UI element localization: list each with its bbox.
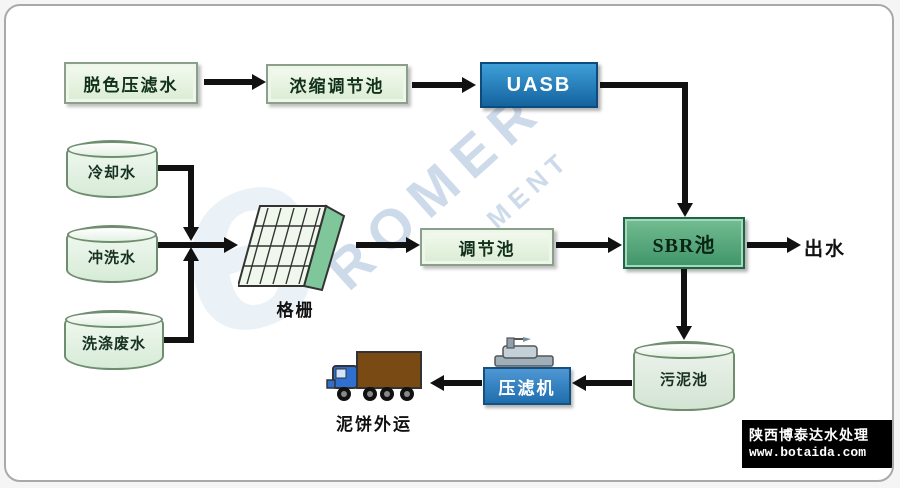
arrow-to-screen <box>158 242 224 248</box>
node-filter-press: 压滤机 <box>483 367 571 405</box>
press-machine-graphic <box>489 336 561 368</box>
filter-press-icon <box>494 337 554 367</box>
tank-rinse-water: 冲洗水 <box>66 225 158 283</box>
watermark-subtext: MENT <box>480 143 577 235</box>
arrow-adjust-to-sbr <box>556 242 608 248</box>
arrowhead-right-icon <box>462 77 476 93</box>
tank-washing-wastewater-label: 洗涤废水 <box>81 336 146 353</box>
arrowhead-left-icon <box>430 375 444 391</box>
arrow-concentrate-to-uasb <box>412 82 462 88</box>
tank-rinse-water-label: 冲洗水 <box>87 250 136 267</box>
screen-label: 格栅 <box>276 301 315 320</box>
diagram-panel: e ROMER MENT 脱色压滤水 浓缩调节池 UASB 冷却水 冲洗水 洗涤… <box>4 4 894 482</box>
screen-graphic <box>238 202 353 294</box>
arrow-press-to-truck <box>444 380 482 386</box>
arrowhead-right-icon <box>787 237 801 253</box>
arrow-washing-stub <box>164 337 194 343</box>
footer-website: www.botaida.com <box>749 445 867 460</box>
effluent-label: 出水 <box>804 239 847 260</box>
arrowhead-right-icon <box>252 74 266 90</box>
arrowhead-right-icon <box>608 237 622 253</box>
node-sbr-tank: SBR池 <box>623 217 745 269</box>
arrow-cooling-vertical <box>188 165 194 227</box>
arrow-sbr-to-effluent <box>747 242 787 248</box>
arrowhead-down-icon <box>677 203 693 217</box>
arrowhead-up-icon <box>183 247 199 261</box>
truck-graphic <box>321 350 427 404</box>
arrow-uasb-to-sbr-horizontal <box>600 82 688 88</box>
tank-cooling-water-label: 冷却水 <box>87 165 136 182</box>
arrowhead-left-icon <box>572 375 586 391</box>
node-decolor-press-water: 脱色压滤水 <box>64 62 198 104</box>
tank-sludge-label: 污泥池 <box>659 372 708 389</box>
truck-icon <box>326 351 422 401</box>
arrow-decolor-to-concentrate <box>204 79 252 85</box>
tank-washing-wastewater: 洗涤废水 <box>64 310 164 370</box>
arrowhead-down-icon <box>183 227 199 241</box>
footer-company: 陕西博泰达水处理 <box>749 427 869 443</box>
arrow-sbr-to-sludge <box>681 269 687 327</box>
truck-label: 泥饼外运 <box>336 415 412 434</box>
node-concentrate-tank: 浓缩调节池 <box>266 64 408 104</box>
arrow-cooling-stub <box>158 165 194 171</box>
arrow-uasb-to-sbr-vertical <box>682 82 688 204</box>
tank-sludge: 污泥池 <box>633 341 735 411</box>
arrow-sludge-to-press <box>586 380 632 386</box>
arrowhead-down-icon <box>676 326 692 340</box>
bar-screen-icon <box>238 204 346 292</box>
arrow-screen-to-adjust <box>356 242 406 248</box>
node-adjust-tank: 调节池 <box>420 228 554 266</box>
node-uasb: UASB <box>480 62 598 108</box>
tank-cooling-water: 冷却水 <box>66 140 158 198</box>
arrowhead-right-icon <box>224 237 238 253</box>
arrowhead-right-icon <box>406 237 420 253</box>
arrow-washing-vertical <box>188 261 194 343</box>
footer-badge: 陕西博泰达水处理 www.botaida.com <box>742 420 892 468</box>
